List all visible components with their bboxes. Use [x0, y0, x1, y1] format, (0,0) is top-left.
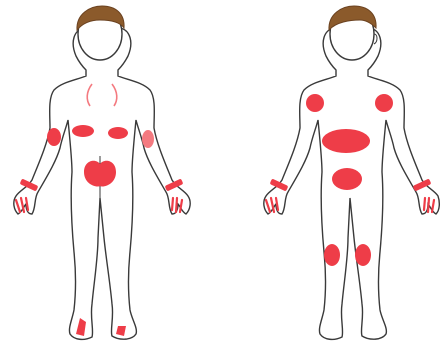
front-marker-shoulder-right — [375, 94, 393, 112]
back-marker-upper-arm-right — [142, 130, 154, 148]
back-marker-buttocks — [84, 161, 116, 187]
front-marker-shoulder-left — [306, 94, 324, 112]
back-marker-flank-right — [108, 127, 128, 139]
front-marker-knee-right — [355, 244, 371, 266]
back-marker-upper-arm-left — [47, 128, 61, 146]
front-marker-abdomen — [322, 129, 370, 153]
front-marker-knee-left — [324, 244, 340, 266]
back-view-figure — [14, 6, 190, 339]
front-marker-thigh — [332, 168, 362, 190]
back-marker-flank-left — [72, 125, 94, 137]
front-view-figure — [264, 6, 439, 339]
